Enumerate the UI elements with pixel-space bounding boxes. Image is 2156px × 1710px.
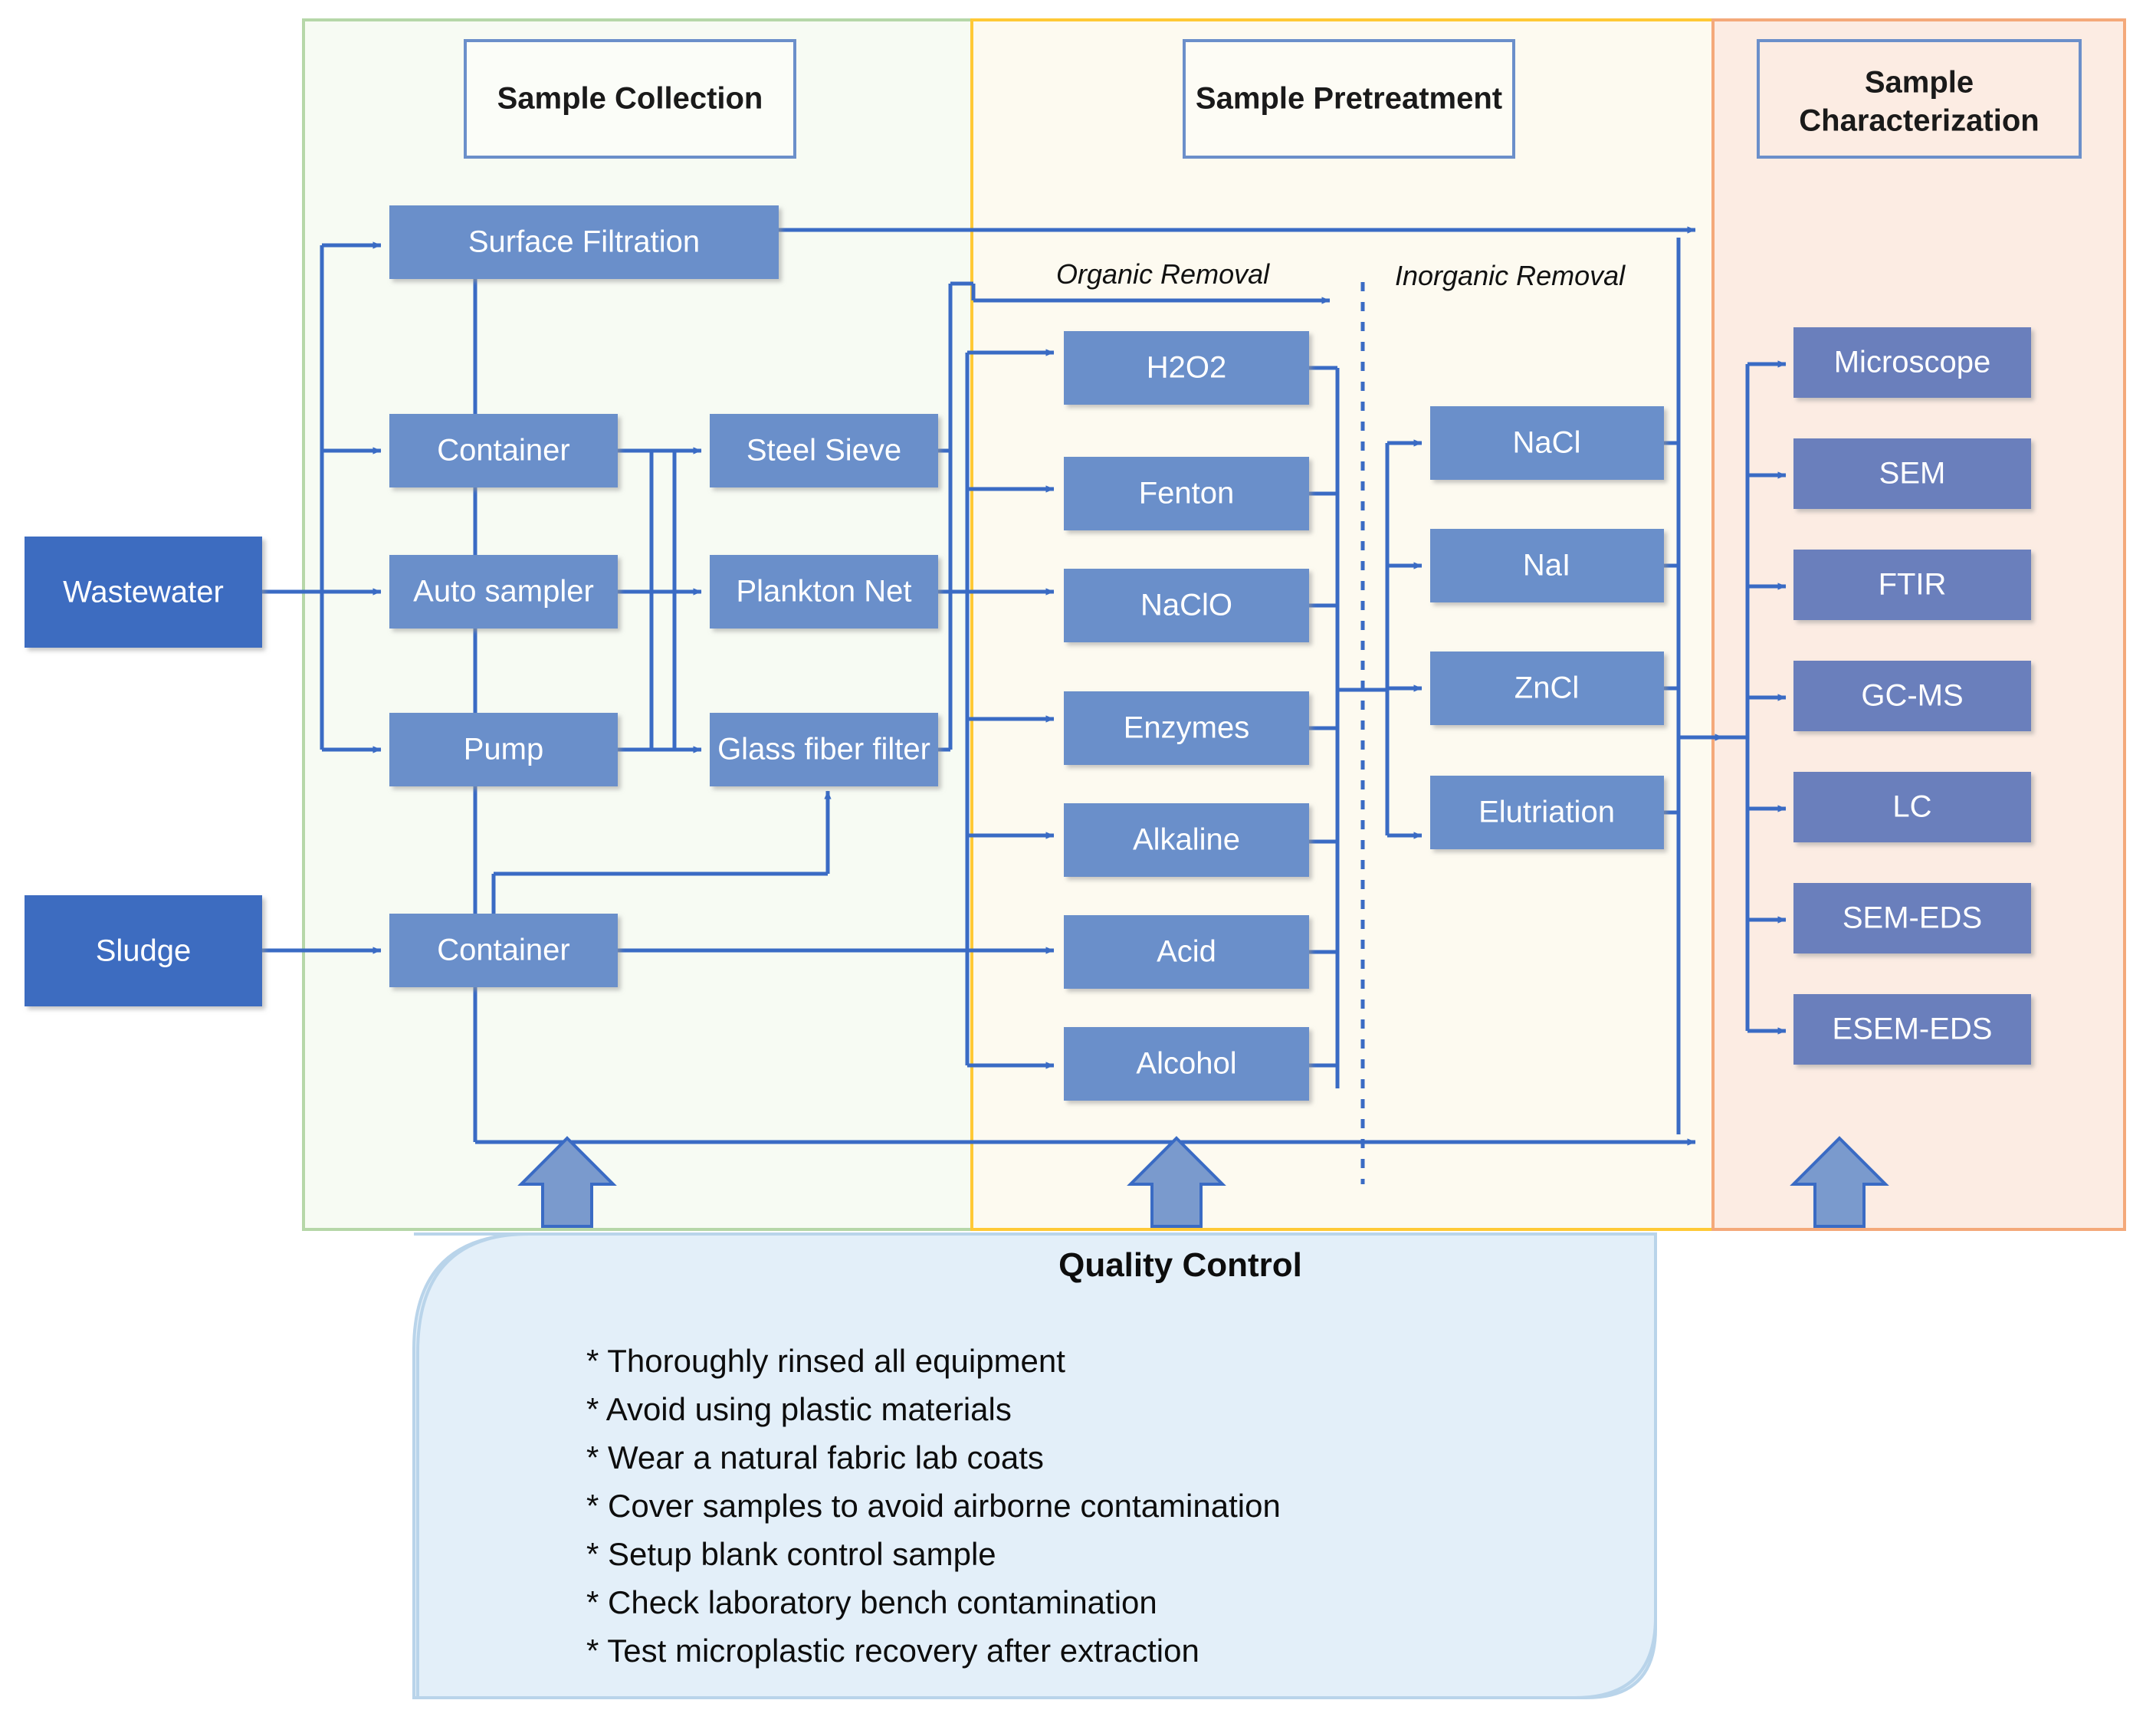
quality-control-item: * Thoroughly rinsed all equipment xyxy=(586,1343,1065,1379)
quality-control-item: * Check laboratory bench contamination xyxy=(586,1584,1157,1620)
node-label-alcohol: Alcohol xyxy=(1136,1047,1236,1081)
header-box-characterization xyxy=(1757,39,2082,159)
node-label-glass-fiber-filter: Glass fiber filter xyxy=(717,733,930,766)
node-alcohol[interactable]: Alcohol xyxy=(1064,1027,1309,1101)
qc-up-arrow-collection xyxy=(517,1136,617,1228)
node-steel-sieve[interactable]: Steel Sieve xyxy=(710,414,938,487)
panel-title-characterization-line1: Sample xyxy=(1865,66,1974,100)
node-label-lc: LC xyxy=(1892,790,1931,824)
node-plankton-net[interactable]: Plankton Net xyxy=(710,555,938,629)
header-box-pretreatment xyxy=(1183,39,1515,159)
node-label-sem: SEM xyxy=(1879,457,1946,491)
node-enzymes[interactable]: Enzymes xyxy=(1064,691,1309,765)
node-esem-eds[interactable]: ESEM-EDS xyxy=(1793,994,2031,1065)
node-label-sem-eds: SEM-EDS xyxy=(1843,901,1982,935)
panel-title-pretreatment: Sample Pretreatment xyxy=(1196,82,1502,116)
node-label-nai: NaI xyxy=(1523,549,1570,583)
node-alkaline[interactable]: Alkaline xyxy=(1064,803,1309,877)
node-pump[interactable]: Pump xyxy=(389,713,618,786)
quality-control-panel-shape xyxy=(416,1232,1657,1699)
node-container-sludge[interactable]: Container xyxy=(389,914,618,987)
label-organic-removal: Organic Removal xyxy=(1056,258,1270,290)
quality-control-item: * Cover samples to avoid airborne contam… xyxy=(586,1488,1281,1524)
label-inorganic-removal: Inorganic Removal xyxy=(1395,260,1626,291)
node-ftir[interactable]: FTIR xyxy=(1793,550,2031,620)
node-label-container-wastewater: Container xyxy=(437,434,569,468)
node-label-esem-eds: ESEM-EDS xyxy=(1833,1013,1993,1046)
quality-control-title: Quality Control xyxy=(1058,1246,1302,1284)
node-sludge[interactable]: Sludge xyxy=(25,895,262,1006)
quality-control-item: * Setup blank control sample xyxy=(586,1536,996,1572)
node-lc[interactable]: LC xyxy=(1793,772,2031,842)
node-label-gc-ms: GC-MS xyxy=(1861,679,1963,713)
node-label-naclo: NaClO xyxy=(1140,589,1232,622)
node-surface-filtration[interactable]: Surface Filtration xyxy=(389,205,779,279)
quality-control-item: * Wear a natural fabric lab coats xyxy=(586,1439,1044,1475)
panel-title-characterization-line2: Characterization xyxy=(1799,104,2039,138)
node-gc-ms[interactable]: GC-MS xyxy=(1793,661,2031,731)
node-label-auto-sampler: Auto sampler xyxy=(413,575,594,609)
node-label-surface-filtration: Surface Filtration xyxy=(468,225,700,259)
qc-up-arrow-pretreatment xyxy=(1127,1136,1226,1228)
node-label-elutriation: Elutriation xyxy=(1478,796,1615,829)
node-label-steel-sieve: Steel Sieve xyxy=(747,434,901,468)
qc-up-arrow-characterization xyxy=(1790,1136,1889,1228)
quality-control-item: * Avoid using plastic materials xyxy=(586,1391,1012,1427)
node-label-wastewater: Wastewater xyxy=(63,576,224,609)
node-fenton[interactable]: Fenton xyxy=(1064,457,1309,530)
node-microscope[interactable]: Microscope xyxy=(1793,327,2031,398)
node-zncl[interactable]: ZnCl xyxy=(1430,652,1664,725)
node-acid[interactable]: Acid xyxy=(1064,915,1309,989)
node-label-alkaline: Alkaline xyxy=(1133,823,1240,857)
node-label-acid: Acid xyxy=(1157,935,1216,969)
node-auto-sampler[interactable]: Auto sampler xyxy=(389,555,618,629)
node-sem[interactable]: SEM xyxy=(1793,438,2031,509)
node-label-enzymes: Enzymes xyxy=(1124,711,1250,745)
node-label-microscope: Microscope xyxy=(1834,346,1991,379)
header-box-collection xyxy=(464,39,796,159)
node-label-pump: Pump xyxy=(464,733,544,766)
node-nai[interactable]: NaI xyxy=(1430,529,1664,602)
node-container-wastewater[interactable]: Container xyxy=(389,414,618,487)
node-sem-eds[interactable]: SEM-EDS xyxy=(1793,883,2031,953)
node-label-sludge: Sludge xyxy=(96,934,192,968)
panel-title-collection: Sample Collection xyxy=(497,82,763,116)
node-naclo[interactable]: NaClO xyxy=(1064,569,1309,642)
node-h2o2[interactable]: H2O2 xyxy=(1064,331,1309,405)
node-glass-fiber-filter[interactable]: Glass fiber filter xyxy=(710,713,938,786)
node-label-ftir: FTIR xyxy=(1879,568,1947,602)
node-label-zncl: ZnCl xyxy=(1514,671,1579,705)
node-wastewater[interactable]: Wastewater xyxy=(25,537,262,648)
node-nacl[interactable]: NaCl xyxy=(1430,406,1664,480)
node-label-h2o2: H2O2 xyxy=(1147,351,1227,385)
quality-control-item: * Test microplastic recovery after extra… xyxy=(586,1633,1199,1669)
node-label-plankton-net: Plankton Net xyxy=(736,575,911,609)
node-label-fenton: Fenton xyxy=(1139,477,1235,510)
node-label-container-sludge: Container xyxy=(437,934,569,967)
node-label-nacl: NaCl xyxy=(1513,426,1581,460)
node-elutriation[interactable]: Elutriation xyxy=(1430,776,1664,849)
